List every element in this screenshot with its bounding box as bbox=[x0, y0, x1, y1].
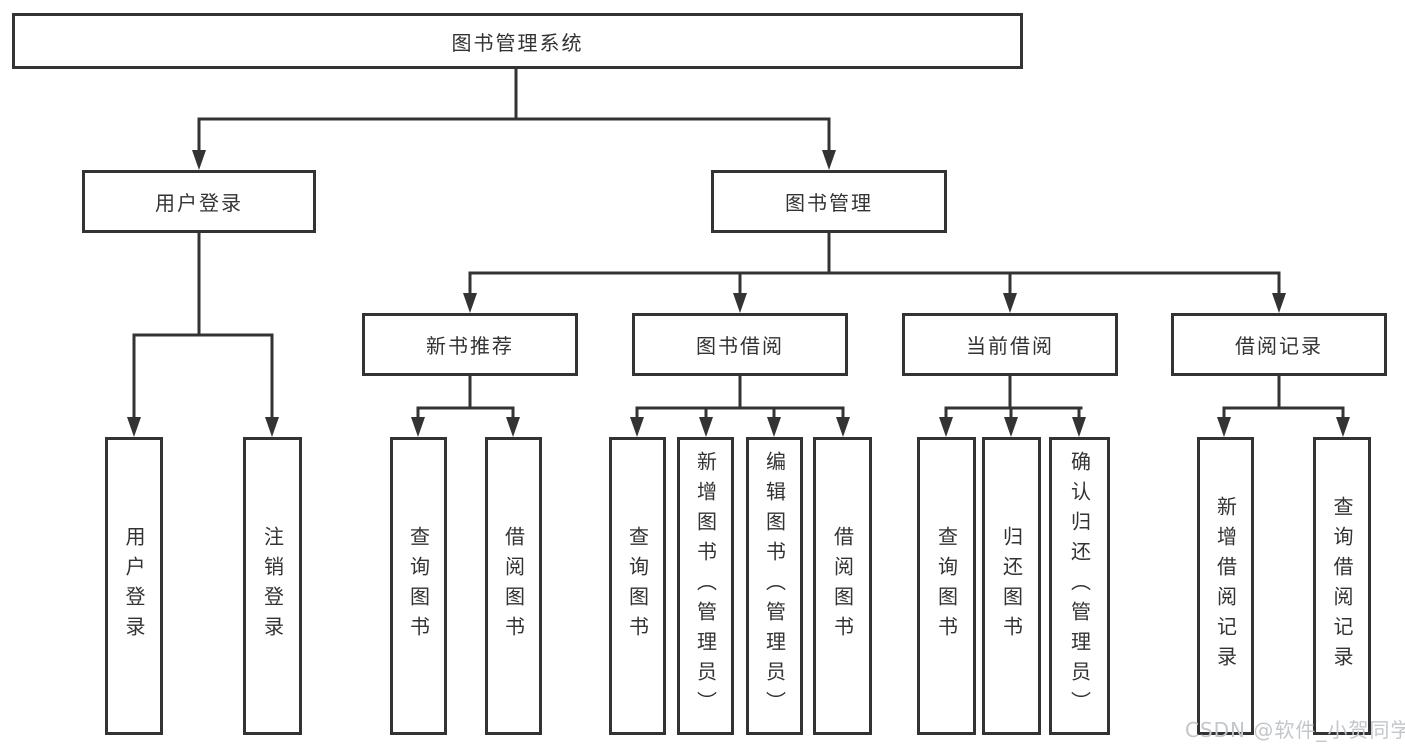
node-book-management: 图书管理 bbox=[711, 170, 947, 233]
node-user-login: 用户登录 bbox=[82, 170, 316, 233]
node-label: 新书推荐 bbox=[426, 334, 514, 358]
node-library-management-system: 图书管理系统 bbox=[12, 13, 1023, 69]
node-book-borrowing: 图书借阅 bbox=[632, 313, 848, 376]
leaf-label: 新增图书（管理员） bbox=[693, 451, 718, 721]
leaf-logout: 注销登录 bbox=[243, 437, 302, 735]
node-label: 图书管理 bbox=[785, 191, 873, 215]
leaf-label: 借阅图书 bbox=[830, 526, 855, 646]
node-label: 借阅记录 bbox=[1235, 334, 1323, 358]
leaf-query-borrow-record: 查询借阅记录 bbox=[1313, 437, 1371, 735]
leaf-add-books-admin: 新增图书（管理员） bbox=[677, 437, 734, 735]
leaf-edit-books-admin: 编辑图书（管理员） bbox=[746, 437, 803, 735]
leaf-label: 查询图书 bbox=[934, 526, 959, 646]
leaf-confirm-return-admin: 确认归还（管理员） bbox=[1049, 437, 1110, 735]
node-new-book-recommendation: 新书推荐 bbox=[362, 313, 578, 376]
leaf-label: 注销登录 bbox=[260, 526, 285, 646]
leaf-label: 查询图书 bbox=[625, 526, 650, 646]
leaf-label: 查询图书 bbox=[406, 526, 431, 646]
node-label: 用户登录 bbox=[155, 191, 243, 215]
watermark: CSDN @软件_小贺同学 bbox=[1185, 718, 1405, 742]
node-label: 图书借阅 bbox=[696, 334, 784, 358]
node-current-borrowing: 当前借阅 bbox=[902, 313, 1118, 376]
leaf-label: 借阅图书 bbox=[501, 526, 526, 646]
leaf-label: 用户登录 bbox=[122, 526, 146, 646]
leaf-query-books-current: 查询图书 bbox=[917, 437, 976, 735]
leaf-query-books-recommend: 查询图书 bbox=[390, 437, 447, 735]
leaf-label: 新增借阅记录 bbox=[1213, 496, 1238, 676]
leaf-label: 确认归还（管理员） bbox=[1067, 451, 1092, 721]
node-label: 图书管理系统 bbox=[451, 30, 584, 55]
leaf-add-borrow-record: 新增借阅记录 bbox=[1197, 437, 1254, 735]
leaf-borrow-books-recommend: 借阅图书 bbox=[485, 437, 542, 735]
leaf-label: 查询借阅记录 bbox=[1330, 496, 1354, 676]
leaf-label: 编辑图书（管理员） bbox=[762, 451, 787, 721]
leaf-user-login: 用户登录 bbox=[105, 437, 163, 735]
leaf-query-books-borrowing: 查询图书 bbox=[609, 437, 666, 735]
leaf-borrow-books-borrowing: 借阅图书 bbox=[813, 437, 872, 735]
node-label: 当前借阅 bbox=[966, 334, 1054, 358]
leaf-label: 归还图书 bbox=[999, 526, 1024, 646]
leaf-return-books: 归还图书 bbox=[982, 437, 1041, 735]
node-borrowing-records: 借阅记录 bbox=[1171, 313, 1387, 376]
